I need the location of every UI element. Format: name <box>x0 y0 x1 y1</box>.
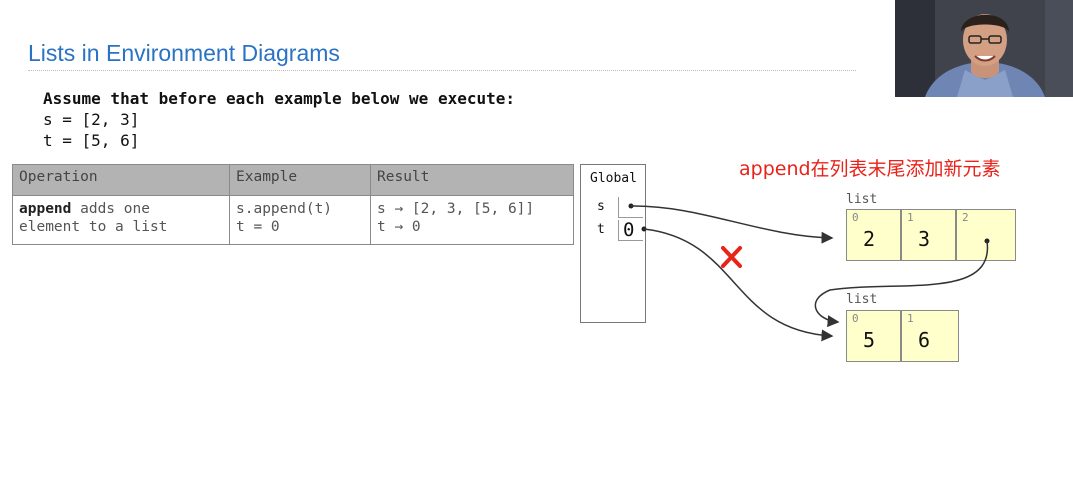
list1-index-0: 0 <box>852 211 859 224</box>
list2-value-1: 6 <box>918 328 931 352</box>
operation-desc-1: adds one <box>71 201 150 217</box>
global-frame-label: Global <box>590 171 637 186</box>
list2-index-1: 1 <box>907 312 914 325</box>
arrow-t-to-list2 <box>643 228 834 342</box>
list2-value-0: 5 <box>863 328 876 352</box>
var-value-t-box <box>618 220 643 241</box>
var-value-t: 0 <box>623 219 635 241</box>
table-header-row: Operation Example Result <box>12 164 574 196</box>
slide-title: Lists in Environment Diagrams <box>28 40 340 66</box>
assume-heading: Assume that before each example below we… <box>43 89 516 108</box>
table-row: append adds one element to a list s.appe… <box>12 195 574 245</box>
example-line-1: s.append(t) <box>236 201 333 217</box>
assume-block: Assume that before each example below we… <box>43 88 515 151</box>
operation-desc-2: element to a list <box>19 219 168 235</box>
var-value-s <box>618 197 643 218</box>
presenter-photo-icon <box>895 0 1073 97</box>
result-line-2: t → 0 <box>377 219 421 235</box>
list1-index-2: 2 <box>962 211 969 224</box>
header-operation: Operation <box>12 164 230 196</box>
presenter-webcam <box>895 0 1073 97</box>
title-divider <box>28 70 856 71</box>
example-cell: s.append(t) t = 0 <box>229 195 371 245</box>
list2-index-0: 0 <box>852 312 859 325</box>
header-example: Example <box>229 164 371 196</box>
var-name-s: s <box>597 199 605 214</box>
var-name-t: t <box>597 222 605 237</box>
operation-keyword: append <box>19 201 72 217</box>
list1-cell-1: 1 3 <box>901 209 956 261</box>
cross-icon <box>721 246 742 268</box>
list1-value-1: 3 <box>918 227 931 251</box>
assume-line-t: t = [5, 6] <box>43 131 140 150</box>
result-cell: s → [2, 3, [5, 6]] t → 0 <box>370 195 574 245</box>
operations-table: Operation Example Result append adds one… <box>12 164 574 245</box>
annotation-text: append在列表末尾添加新元素 <box>739 158 1001 180</box>
list1-value-0: 2 <box>863 227 876 251</box>
arrow-list1-to-list2 <box>814 240 989 328</box>
list1-cell-0: 0 2 <box>846 209 901 261</box>
list1-cell-2: 2 <box>956 209 1016 261</box>
list2-cell-1: 1 6 <box>901 310 959 362</box>
example-line-2: t = 0 <box>236 219 280 235</box>
global-frame <box>580 164 646 323</box>
list1-index-1: 1 <box>907 211 914 224</box>
arrow-s-to-list1 <box>630 205 834 244</box>
result-line-1: s → [2, 3, [5, 6]] <box>377 201 535 217</box>
list2-cell-0: 0 5 <box>846 310 901 362</box>
list-label-1: list <box>846 192 878 207</box>
list-label-2: list <box>846 292 878 307</box>
operation-cell: append adds one element to a list <box>12 195 230 245</box>
assume-line-s: s = [2, 3] <box>43 110 140 129</box>
